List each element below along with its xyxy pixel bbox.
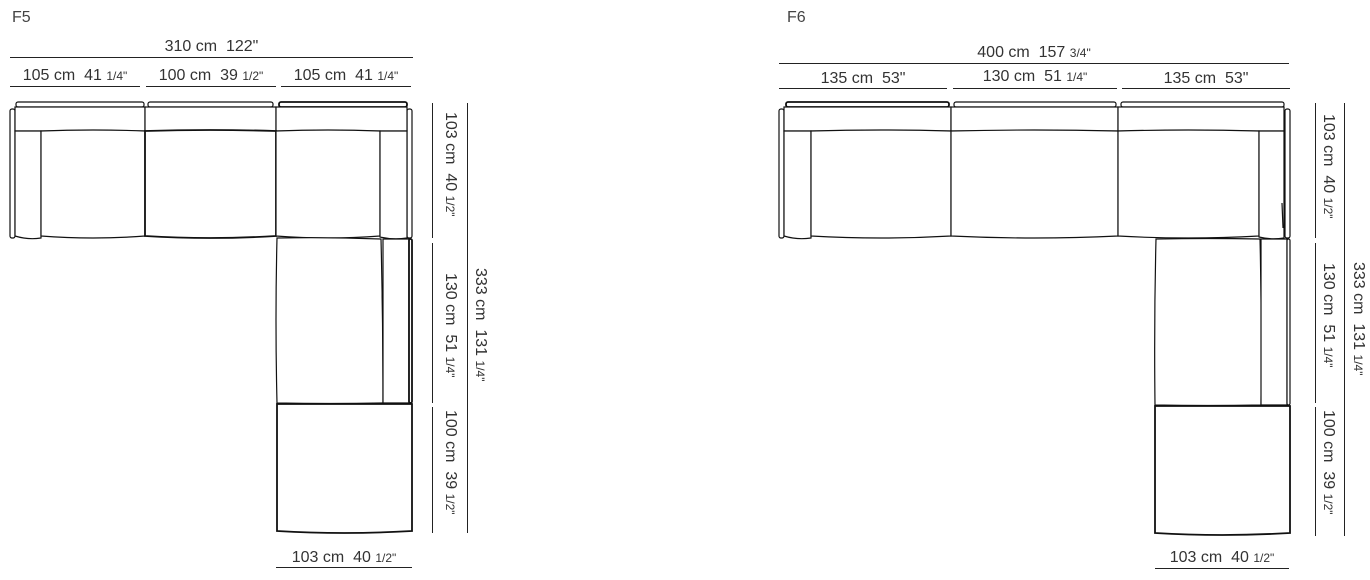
right-arm xyxy=(1284,108,1291,239)
overall-depth-line xyxy=(467,103,468,533)
chaise-width-line xyxy=(276,567,412,568)
chaise-seat xyxy=(1154,237,1262,407)
stitch-mark xyxy=(1281,202,1284,229)
chaise-arm xyxy=(408,238,413,404)
seat-cushion xyxy=(275,129,381,239)
module-width-2: 100 cm 39 1/2" xyxy=(158,67,264,84)
seat-cushion xyxy=(40,129,146,239)
module-width-line-2 xyxy=(146,86,276,87)
chaise-side-cushion xyxy=(1260,238,1288,406)
overall-width-label: 310 cm 122" xyxy=(10,39,413,55)
back-cushion xyxy=(14,106,146,132)
overall-width-line xyxy=(779,63,1289,64)
side-cushion xyxy=(379,130,408,240)
side-cushion xyxy=(783,130,812,240)
chaise-seat xyxy=(275,237,384,405)
sofa-plan-f6 xyxy=(778,101,1291,536)
back-rail xyxy=(953,101,1117,108)
module-width-line-1 xyxy=(779,88,947,89)
seat-cushion xyxy=(950,129,1119,239)
seat-cushion xyxy=(810,129,952,239)
back-rail xyxy=(147,101,274,108)
module-width-line-2 xyxy=(953,88,1117,89)
back-rail xyxy=(1120,101,1285,108)
chaise-width: 103 cm 40 1/2" xyxy=(291,549,397,566)
side-cushion xyxy=(14,130,42,240)
module-width-3: 105 cm 41 1/4" xyxy=(293,67,399,84)
back-rail xyxy=(785,101,950,108)
chaise-width: 103 cm 40 1/2" xyxy=(1169,549,1275,566)
back-cushion xyxy=(144,106,277,132)
module-width-1: 105 cm 41 1/4" xyxy=(22,67,128,84)
side-depth-line-1 xyxy=(432,103,433,238)
chaise-end xyxy=(276,403,413,534)
back-cushion xyxy=(950,106,1119,132)
back-rail xyxy=(15,101,145,108)
side-depth-line-3 xyxy=(1315,407,1316,536)
back-cushion xyxy=(1117,106,1285,132)
side-depth-line-2 xyxy=(1315,243,1316,403)
overall-width-in: 122" xyxy=(225,38,259,55)
chaise-end xyxy=(1154,405,1291,536)
sofa-plan-f5 xyxy=(9,101,413,534)
diagram-title-f6: F6 xyxy=(787,9,806,26)
chaise-arm xyxy=(1286,238,1291,406)
overall-width-label: 400 cm 157 3/4" xyxy=(977,44,1091,61)
back-cushion xyxy=(275,106,408,132)
overall-depth-line xyxy=(1344,103,1345,536)
right-arm xyxy=(406,108,413,239)
module-width-3: 135 cm 53" xyxy=(1163,70,1249,87)
module-width-1: 135 cm 53" xyxy=(820,70,906,87)
side-cushion xyxy=(1258,130,1285,240)
overall-width-line xyxy=(10,57,413,58)
side-depth-line-3 xyxy=(432,407,433,533)
module-width-line-1 xyxy=(10,86,140,87)
left-arm xyxy=(778,108,785,239)
chaise-width-line xyxy=(1155,568,1289,569)
chaise-side-cushion xyxy=(382,238,410,404)
side-depth-line-2 xyxy=(432,243,433,403)
side-depth-line-1 xyxy=(1315,103,1316,238)
seat-cushion xyxy=(144,129,277,239)
module-width-2: 130 cm 51 1/4" xyxy=(982,68,1088,85)
back-cushion xyxy=(783,106,952,132)
diagram-title-f5: F5 xyxy=(12,9,31,26)
overall-width-cm: 310 cm xyxy=(164,38,218,55)
back-rail xyxy=(278,101,408,108)
module-width-line-3 xyxy=(281,86,411,87)
module-width-line-3 xyxy=(1122,88,1290,89)
left-arm xyxy=(9,108,16,239)
seat-cushion xyxy=(1117,129,1260,239)
